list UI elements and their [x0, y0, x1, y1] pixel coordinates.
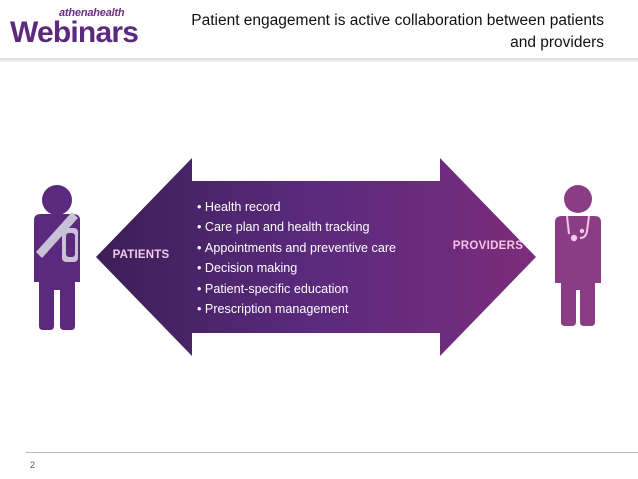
list-item: Patient-specific education [197, 279, 437, 299]
engagement-item-list: Health record Care plan and health track… [197, 197, 437, 319]
list-item: Health record [197, 197, 437, 217]
list-item: Care plan and health tracking [197, 217, 437, 237]
webinars-logo: athenahealth Webinars [6, 6, 156, 54]
providers-label: PROVIDERS [452, 240, 524, 252]
header-bar: athenahealth Webinars Patient engagement… [0, 0, 638, 58]
page-number: 2 [30, 460, 36, 470]
footer-divider [26, 452, 638, 453]
header-divider [0, 58, 638, 62]
patients-label: PATIENTS [112, 249, 170, 261]
doctor-with-stethoscope-icon [555, 185, 601, 326]
logo-title-text: Webinars [10, 16, 139, 49]
list-item: Prescription management [197, 299, 437, 319]
slide-title: Patient engagement is active collaborati… [191, 12, 604, 51]
list-item: Decision making [197, 258, 437, 278]
patient-with-arm-sling-icon [34, 185, 80, 330]
logo-brand-text: athenahealth [59, 7, 125, 19]
list-item: Appointments and preventive care [197, 238, 437, 258]
